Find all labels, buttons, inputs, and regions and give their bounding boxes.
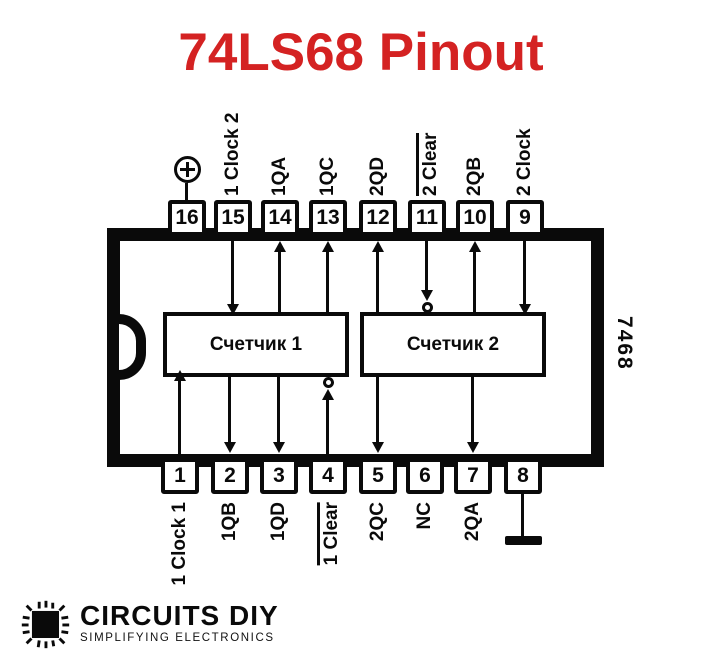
pin-label-3: 1QD [268, 502, 289, 542]
pin-box-2: 2 [211, 458, 249, 494]
counter-1-label: Счетчик 1 [209, 333, 303, 355]
wire-pin-7 [471, 377, 474, 444]
pin-box-15: 15 [214, 200, 252, 236]
arrow-out-pin-13 [322, 241, 334, 252]
pin-label-14: 1QA [269, 156, 290, 196]
power-plus-icon [174, 156, 201, 183]
pin-box-11: 11 [408, 200, 446, 236]
pin-label-12: 2QD [367, 156, 388, 196]
counter-2-block: Счетчик 2 [360, 312, 546, 377]
arrow-out-pin-7 [467, 442, 479, 453]
wire-pin-9 [523, 241, 526, 305]
arrow-in-pin-15 [227, 304, 239, 315]
pin-label-9: 2 Clock [514, 128, 535, 196]
arrow-out-pin-3 [273, 442, 285, 453]
wire-pin-11 [425, 241, 428, 291]
pin-box-5: 5 [359, 458, 397, 494]
pin-label-15: 1 Clock 2 [222, 112, 243, 196]
pin-label-13: 1QC [317, 156, 338, 196]
pin-label-4: 1 Clear [317, 502, 343, 566]
pin-label-10: 2QB [464, 156, 485, 196]
pin-label-11: 2 Clear [416, 132, 442, 196]
pin-box-13: 13 [309, 200, 347, 236]
page-title: 74LS68 Pinout [178, 23, 544, 82]
wire-pin-1 [178, 378, 181, 454]
arrow-out-pin-10 [469, 241, 481, 252]
arrow-in-pin-1 [174, 370, 186, 381]
pin-box-6: 6 [406, 458, 444, 494]
pin-label-6: NC [414, 502, 435, 530]
pin-box-1: 1 [161, 458, 199, 494]
invert-bubble-pin-4 [323, 377, 334, 388]
wire-pin-5 [376, 377, 379, 444]
pin-box-12: 12 [359, 200, 397, 236]
logo-name: CIRCUITS DIY [80, 600, 279, 631]
pin-box-7: 7 [454, 458, 492, 494]
pin-box-16: 16 [168, 200, 206, 236]
wire-pin-2 [228, 377, 231, 444]
arrow-in-pin-9 [519, 304, 531, 315]
counter-1-block: Счетчик 1 [163, 312, 349, 377]
wire-pin-3 [277, 377, 280, 444]
arrow-in-pin-4 [322, 389, 334, 400]
wire-pin-4 [326, 398, 329, 454]
arrow-out-pin-2 [224, 442, 236, 453]
pin-label-1: 1 Clock 1 [169, 502, 190, 586]
chip-logo-icon [21, 600, 70, 649]
invert-bubble-pin-11 [422, 302, 433, 313]
arrow-out-pin-12 [372, 241, 384, 252]
wire-pin-15 [231, 241, 234, 305]
pin-box-3: 3 [260, 458, 298, 494]
arrow-out-pin-5 [372, 442, 384, 453]
circuits-diy-logo: CIRCUITS DIY SIMPLIFYING ELECTRONICS [16, 594, 279, 654]
pin-box-14: 14 [261, 200, 299, 236]
logo-tagline: SIMPLIFYING ELECTRONICS [80, 632, 275, 644]
power-stem [185, 183, 188, 200]
pin-box-4: 4 [309, 458, 347, 494]
wire-pin-12 [376, 251, 379, 312]
pin-box-8: 8 [504, 458, 542, 494]
pin-label-5: 2QC [367, 502, 388, 542]
wire-pin-14 [278, 251, 281, 312]
pin-label-2: 1QB [219, 502, 240, 542]
wire-pin-10 [473, 251, 476, 312]
pin-box-9: 9 [506, 200, 544, 236]
counter-2-label: Счетчик 2 [406, 333, 500, 355]
pin-box-10: 10 [456, 200, 494, 236]
part-number-label: 7468 [613, 316, 636, 371]
pin-label-7: 2QA [462, 502, 483, 542]
wire-pin-13 [326, 251, 329, 312]
arrow-out-pin-14 [274, 241, 286, 252]
arrow-in-pin-11 [421, 290, 433, 301]
